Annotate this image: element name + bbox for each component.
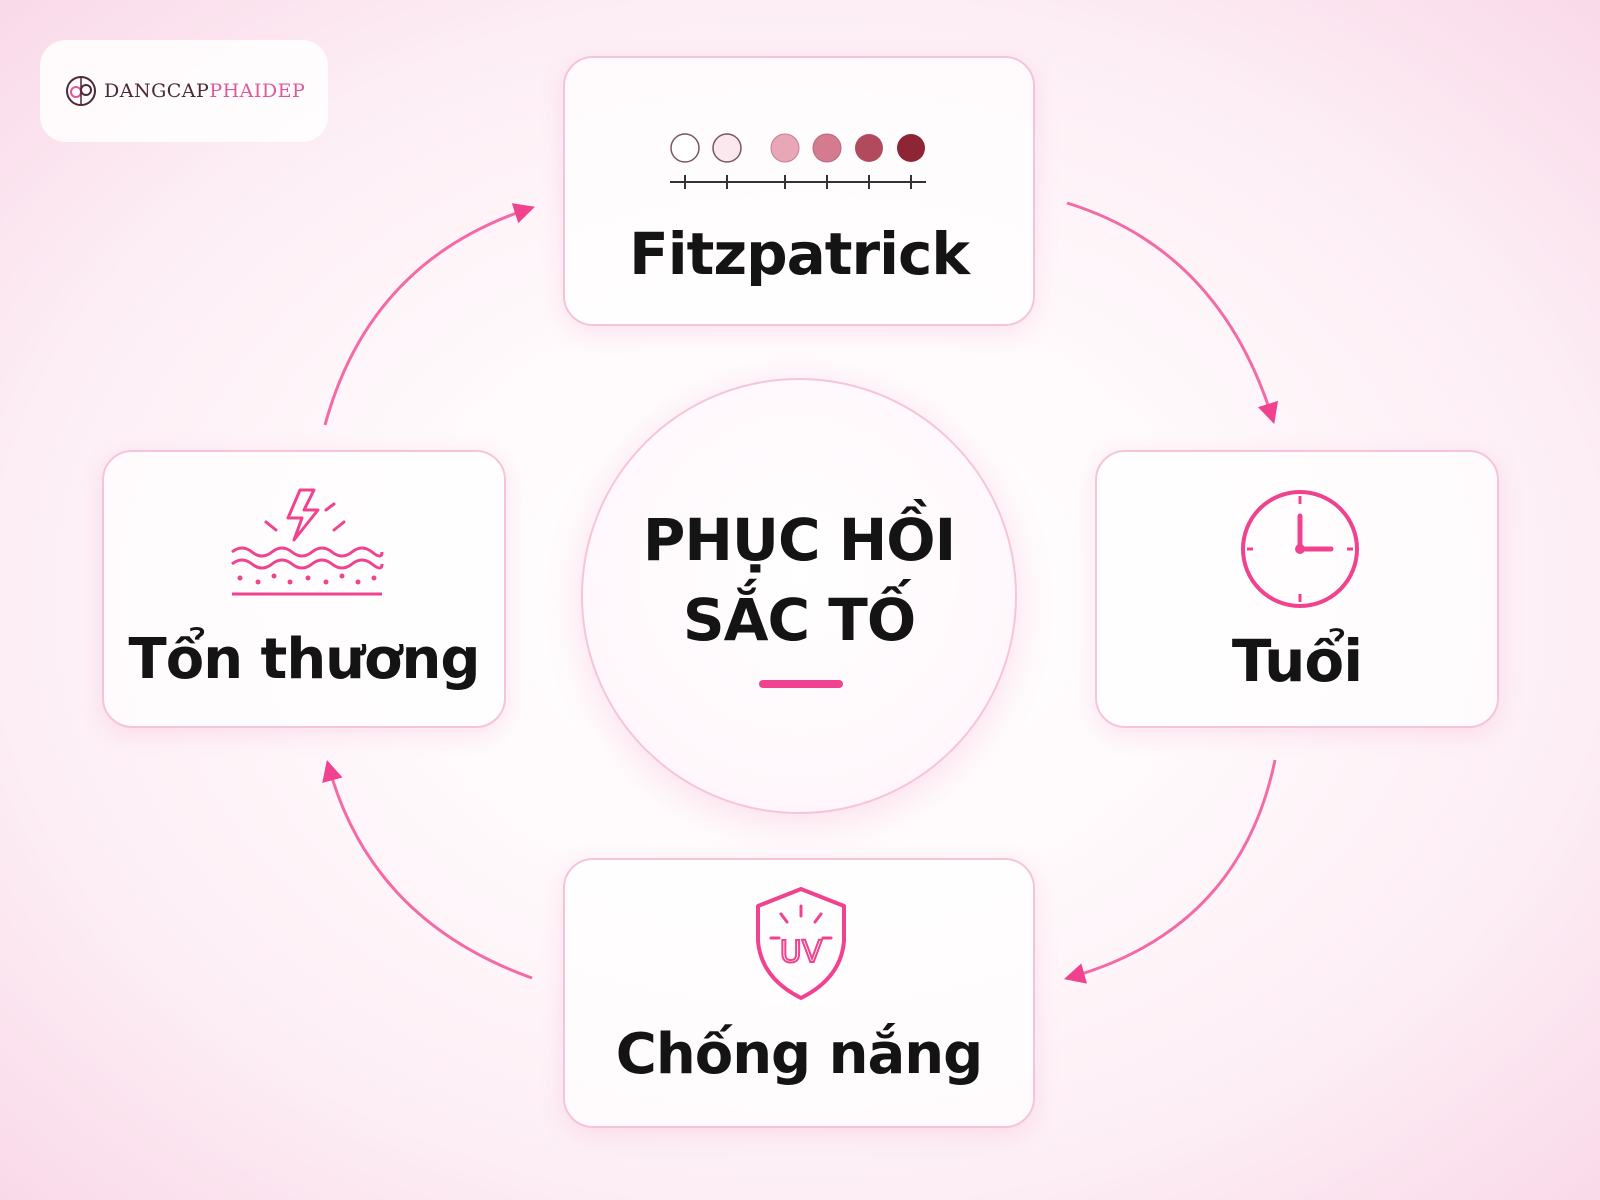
label-tuoi: Tuổi bbox=[1231, 627, 1363, 695]
card-tuoi: Tuổi bbox=[1095, 450, 1499, 728]
center-topic: PHỤC HỒI SẮC TỐ bbox=[581, 378, 1017, 814]
center-title-line1: PHỤC HỒI bbox=[642, 506, 956, 574]
brand-name-part1: DANGCAP bbox=[104, 80, 210, 102]
card-fitzpatrick: Fitzpatrick bbox=[563, 56, 1035, 326]
label-fitzpatrick: Fitzpatrick bbox=[629, 220, 970, 288]
uv-shield-icon: UV bbox=[756, 887, 846, 1000]
brand-name-part2: PHAIDEP bbox=[209, 80, 306, 102]
clock-icon bbox=[1241, 490, 1359, 608]
skin-tone-scale-icon bbox=[670, 133, 926, 189]
card-ton-thuong: Tổn thương bbox=[102, 450, 506, 728]
card-chong-nang: UV Chống nắng bbox=[563, 858, 1035, 1128]
arrow-tuoi-to-chong-nang bbox=[1063, 759, 1277, 984]
center-title-line2: SẮC TỐ bbox=[682, 586, 916, 654]
brand-logo: DANGCAPPHAIDEP bbox=[40, 40, 328, 142]
center-underline bbox=[759, 680, 843, 688]
arrow-ton-thuong-to-fitzpatrick bbox=[323, 203, 535, 426]
center-title: PHỤC HỒI SẮC TỐ bbox=[583, 500, 1015, 660]
svg-text:UV: UV bbox=[780, 935, 823, 970]
brand-mark-icon bbox=[66, 76, 96, 106]
arrow-chong-nang-to-ton-thuong bbox=[322, 759, 533, 980]
arrow-fitzpatrick-to-tuoi bbox=[1066, 201, 1279, 425]
label-ton-thuong: Tổn thương bbox=[128, 627, 481, 692]
skin-damage-icon bbox=[231, 488, 384, 596]
label-chong-nang: Chống nắng bbox=[615, 1022, 984, 1087]
